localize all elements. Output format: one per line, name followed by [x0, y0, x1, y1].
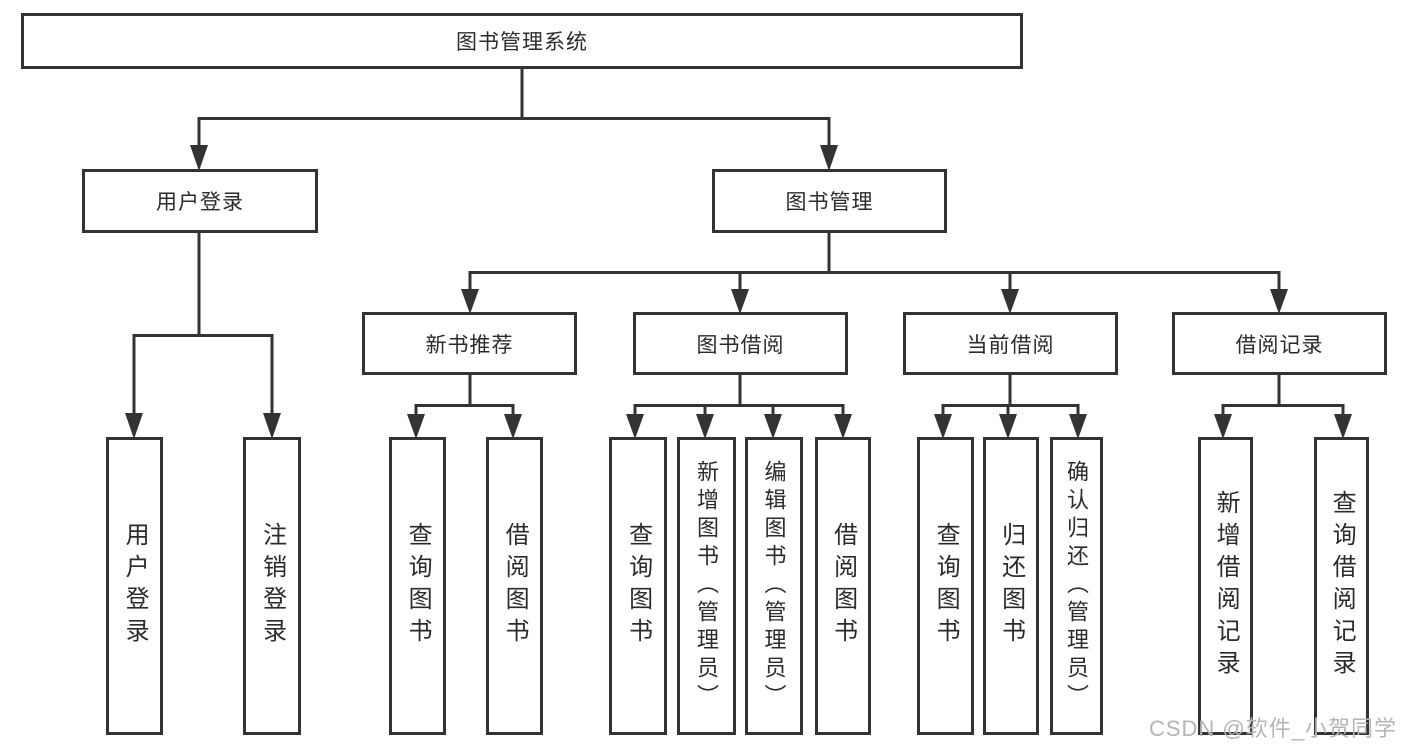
leaf-query-books-current: 查询图书 [917, 437, 974, 735]
leaf-user-login: 用户登录 [106, 437, 163, 735]
leaf-query-books-current-label: 查询图书 [932, 522, 960, 650]
leaf-add-borrow-record: 新增借阅记录 [1198, 437, 1253, 735]
node-borrow-record: 借阅记录 [1172, 312, 1387, 375]
leaf-confirm-return-admin: 确认归还（管理员） [1050, 437, 1103, 735]
node-book-borrow: 图书借阅 [633, 312, 848, 375]
leaf-query-books-recommend: 查询图书 [389, 437, 446, 735]
node-root-label: 图书管理系统 [456, 31, 588, 54]
leaf-query-borrow-record: 查询借阅记录 [1314, 437, 1369, 735]
leaf-add-books-admin-label: 新增图书（管理员） [694, 460, 720, 712]
leaf-logout: 注销登录 [243, 437, 301, 735]
leaf-query-books-borrow-label: 查询图书 [624, 522, 652, 650]
node-book-management: 图书管理 [712, 169, 947, 233]
leaf-borrow-books-recommend-label: 借阅图书 [501, 522, 529, 650]
node-book-management-label: 图书管理 [785, 191, 874, 214]
leaf-query-books-recommend-label: 查询图书 [404, 522, 432, 650]
node-root: 图书管理系统 [21, 13, 1023, 69]
leaf-edit-books-admin: 编辑图书（管理员） [745, 437, 803, 735]
leaf-add-books-admin: 新增图书（管理员） [677, 437, 736, 735]
node-user-login-label: 用户登录 [156, 191, 244, 214]
leaf-user-login-label: 用户登录 [121, 522, 149, 650]
leaf-borrow-books: 借阅图书 [815, 437, 871, 735]
node-book-borrow-label: 图书借阅 [696, 333, 785, 357]
csdn-watermark: CSDN @软件_小贺同学 [1148, 716, 1397, 741]
leaf-query-books-borrow: 查询图书 [609, 437, 667, 735]
node-user-login: 用户登录 [82, 169, 318, 233]
leaf-borrow-books-label: 借阅图书 [829, 522, 857, 650]
node-new-book-recommend-label: 新书推荐 [425, 333, 514, 357]
node-current-borrow-label: 当前借阅 [966, 333, 1055, 357]
leaf-logout-label: 注销登录 [258, 522, 286, 650]
leaf-return-books: 归还图书 [983, 437, 1039, 735]
leaf-borrow-books-recommend: 借阅图书 [486, 437, 543, 735]
leaf-add-borrow-record-label: 新增借阅记录 [1212, 490, 1240, 682]
node-current-borrow: 当前借阅 [903, 312, 1118, 375]
leaf-confirm-return-admin-label: 确认归还（管理员） [1064, 460, 1090, 712]
leaf-query-borrow-record-label: 查询借阅记录 [1328, 490, 1356, 682]
leaf-edit-books-admin-label: 编辑图书（管理员） [761, 460, 787, 712]
node-borrow-record-label: 借阅记录 [1235, 333, 1324, 357]
arrowheads [125, 145, 1352, 439]
leaf-return-books-label: 归还图书 [997, 522, 1025, 650]
node-new-book-recommend: 新书推荐 [362, 312, 577, 375]
